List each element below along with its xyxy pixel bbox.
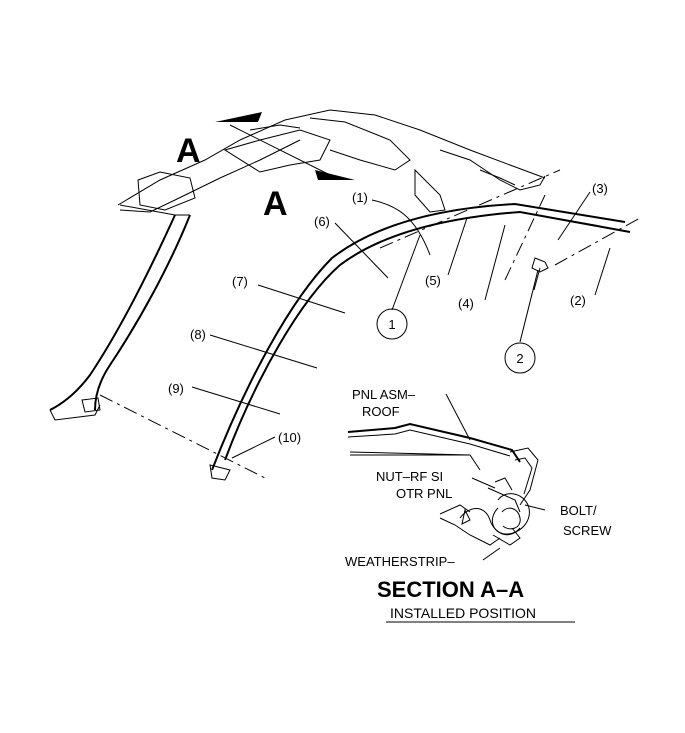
callout-5: (5)	[425, 273, 441, 288]
callout-6: (6)	[314, 214, 330, 229]
callout-9: (9)	[168, 381, 184, 396]
section-leader-lines	[349, 393, 546, 561]
label-weatherstrip: WEATHERSTRIP–	[345, 554, 455, 569]
section-marker-lower: A	[263, 185, 288, 223]
leader-lines	[191, 191, 611, 459]
label-panel-roof-line2: ROOF	[362, 404, 400, 419]
callout-3: (3)	[592, 181, 608, 196]
label-bolt-line2: SCREW	[563, 523, 612, 538]
bolt-screw-part	[531, 257, 549, 291]
section-cut-line	[215, 112, 355, 180]
callout-2: (2)	[570, 293, 586, 308]
circled-ref-1: 1	[376, 308, 408, 340]
vehicle-body	[49, 109, 631, 481]
section-subtitle: INSTALLED POSITION	[390, 605, 536, 621]
callout-8: (8)	[190, 327, 206, 342]
callout-1: (1)	[352, 190, 368, 205]
label-panel-roof-line1: PNL ASM–	[352, 387, 416, 402]
circled-ref-2: 2	[504, 342, 536, 374]
section-marker-upper: A	[176, 132, 201, 170]
section-detail-drawing	[347, 422, 539, 546]
section-title: SECTION A–A	[377, 577, 524, 602]
label-nut-line2: OTR PNL	[396, 486, 452, 501]
label-bolt-line1: BOLT/	[560, 503, 597, 518]
callout-4: (4)	[458, 296, 474, 311]
callout-10: (10)	[278, 430, 301, 445]
label-nut-line1: NUT–RF SI	[376, 469, 443, 484]
circled-ref-2-label: 2	[516, 351, 523, 366]
callout-7: (7)	[232, 274, 248, 289]
circled-ref-1-label: 1	[388, 317, 395, 332]
alignment-lines	[99, 169, 641, 479]
